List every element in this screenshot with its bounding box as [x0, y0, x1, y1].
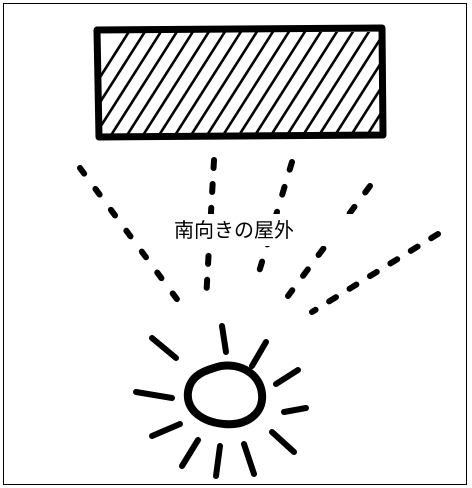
ray-left [77, 165, 185, 309]
ray-right [309, 231, 441, 315]
sun-icon [133, 323, 309, 479]
hatched-panel [93, 24, 387, 141]
panel-border [93, 24, 387, 141]
location-label: 南向きの屋外 [168, 214, 354, 246]
ray-right-center [285, 183, 373, 299]
hatch-lines [100, 32, 380, 134]
sun-rays [133, 323, 309, 479]
sun-disc [183, 361, 267, 429]
